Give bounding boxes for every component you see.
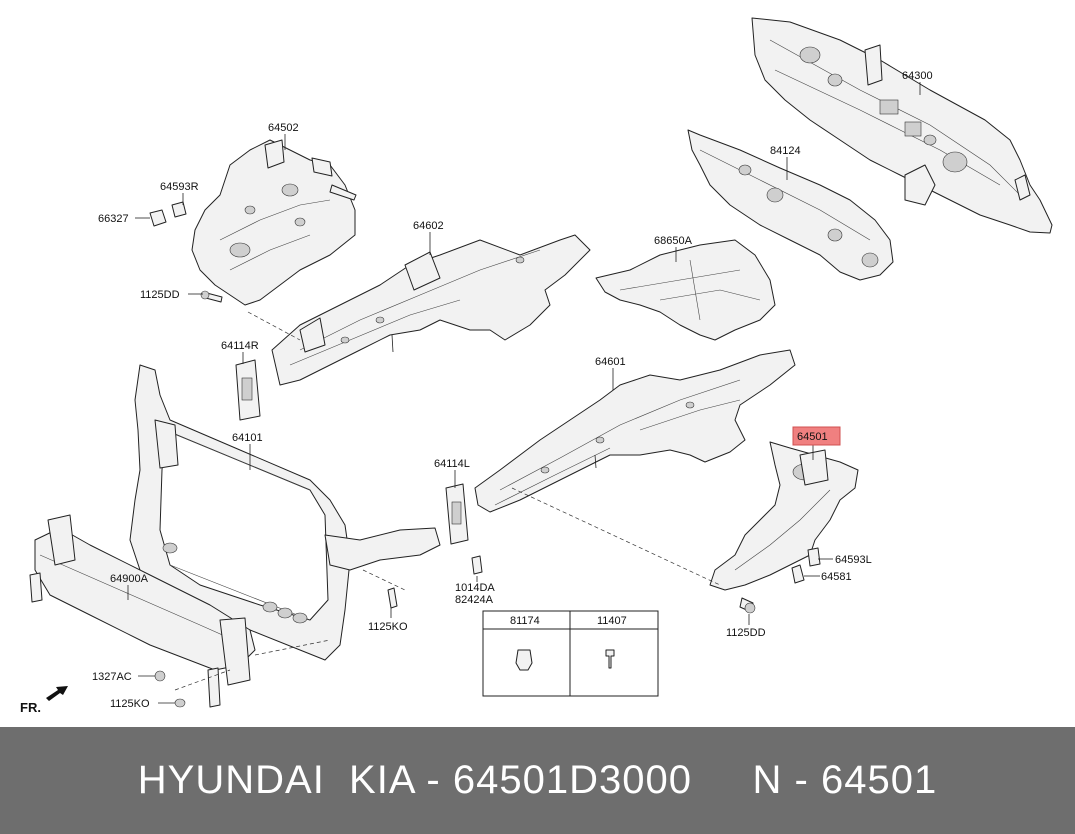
- footer-banner: HYUNDAI KIA - 64501D3000 N - 64501: [0, 727, 1075, 834]
- screw-11407-icon: [605, 649, 615, 669]
- dash-line: [511, 487, 721, 586]
- label-64601: 64601: [595, 356, 626, 368]
- footer-part-number: HYUNDAI KIA - 64501D3000 N - 64501: [137, 758, 938, 802]
- bolt-1125KO-mid: [387, 587, 398, 609]
- label-64581: 64581: [821, 571, 852, 583]
- table-header-11407: 11407: [597, 615, 627, 627]
- nut-1327AC: [154, 670, 166, 682]
- label-82424A: 82424A: [455, 594, 494, 606]
- wheel-house-64502: [191, 139, 357, 306]
- bracket-64593L: [807, 547, 821, 567]
- front-direction-indicator: FR.: [20, 686, 68, 715]
- dash-line: [247, 311, 301, 341]
- nut-66327: [149, 209, 167, 227]
- dash-panel-64300: [751, 17, 1053, 234]
- front-end-module-64101: [129, 364, 441, 661]
- side-member-64601: [474, 349, 796, 513]
- label-64593R: 64593R: [160, 181, 199, 193]
- clip-81174-icon: [515, 649, 533, 671]
- label-64300: 64300: [902, 70, 933, 82]
- parts-table: 81174 11407: [482, 610, 659, 697]
- bracket-64581: [791, 564, 805, 584]
- label-1125KO-bottom: 1125KO: [110, 698, 150, 710]
- label-1125DD-top: 1125DD: [140, 289, 180, 301]
- label-64114R: 64114R: [221, 340, 259, 352]
- highlight-box: [792, 426, 841, 446]
- bumper-beam-64900A: [29, 514, 256, 708]
- screw-1014DA: [471, 555, 483, 575]
- label-84124: 84124: [770, 145, 801, 157]
- side-member-64602: [271, 234, 591, 386]
- front-arrow-icon: [46, 686, 68, 701]
- label-1125KO-mid: 1125KO: [368, 621, 408, 633]
- bolt-1125KO-bottom: [174, 698, 186, 708]
- label-1125DD-bottom: 1125DD: [726, 627, 766, 639]
- front-label: FR.: [20, 700, 41, 715]
- wheel-house-64501: [709, 441, 859, 591]
- label-64900A: 64900A: [110, 573, 149, 585]
- parts-diagram: 64300 84124 64502 64593R 66327 1125DD 64…: [20, 17, 1053, 715]
- table-header-81174: 81174: [510, 615, 540, 627]
- dash-line: [174, 669, 231, 691]
- bracket-64593R: [171, 201, 187, 218]
- dash-line: [362, 569, 406, 591]
- label-64501: 64501: [797, 431, 828, 443]
- label-1014DA: 1014DA: [455, 582, 495, 594]
- label-64101: 64101: [232, 432, 263, 444]
- label-64602: 64602: [413, 220, 444, 232]
- label-68650A: 68650A: [654, 235, 693, 247]
- label-1327AC: 1327AC: [92, 671, 132, 683]
- panel-68650A: [595, 239, 776, 341]
- label-64114L: 64114L: [434, 458, 470, 470]
- dash-line: [254, 639, 331, 656]
- label-66327: 66327: [98, 213, 129, 225]
- label-64593L: 64593L: [835, 554, 872, 566]
- label-64502: 64502: [268, 122, 299, 134]
